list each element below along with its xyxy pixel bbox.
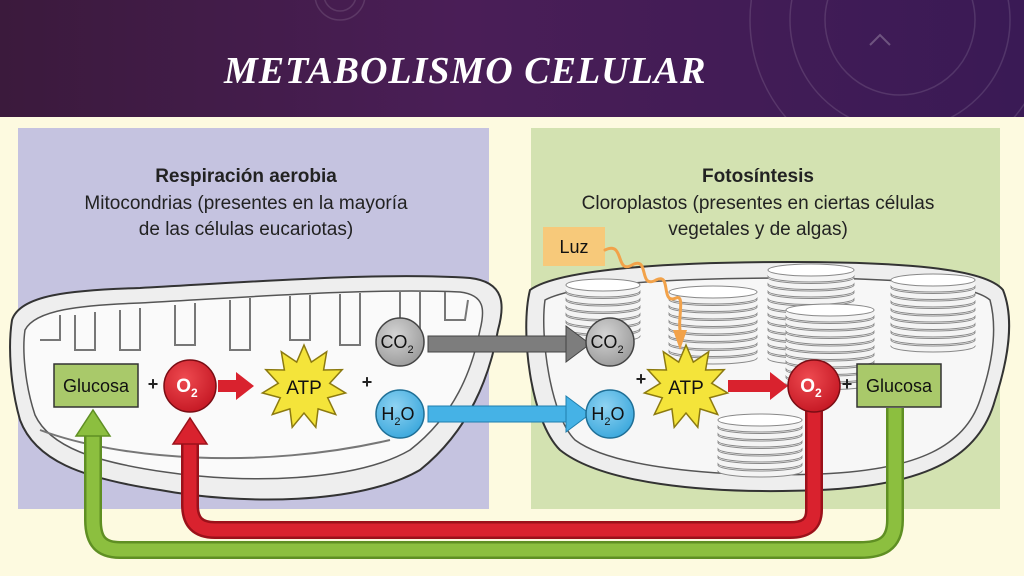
- respiration-o2-to-atp-arrow: [218, 372, 254, 400]
- photosynthesis-atp-to-o2-arrow: [728, 372, 788, 400]
- photosynthesis-h2o-label: H2O: [591, 404, 624, 428]
- respiration-atp-label: ATP: [286, 378, 322, 399]
- slide-title: METABOLISMO CELULAR: [224, 50, 707, 92]
- photosynthesis-h2o-molecule: [585, 389, 635, 439]
- photosynthesis-desc-line1: Cloroplastos (presentes en ciertas célul…: [582, 193, 935, 214]
- respiration-co2-molecule: [375, 317, 425, 367]
- light-label: Luz: [559, 237, 588, 257]
- co2-transfer-arrow: [427, 325, 591, 363]
- respiration-desc-line2: de las células eucariotas): [139, 219, 353, 240]
- respiration-glucose-label: Glucosa: [63, 376, 130, 396]
- photosynthesis-o2-label: O2: [800, 376, 822, 400]
- respiration-h2o-label: H2O: [381, 404, 414, 428]
- grana-stack-4: [890, 273, 976, 353]
- respiration-desc-line1: Mitocondrias (presentes en la mayoría: [84, 193, 408, 214]
- respiration-glucose-box: [53, 363, 139, 408]
- photosynthesis-o2-molecule: [787, 359, 841, 413]
- respiration-h2o-molecule: [375, 389, 425, 439]
- respiration-plus-1: +: [148, 374, 159, 394]
- grana-stack-6: [717, 413, 803, 478]
- light-arrowhead-icon: [673, 330, 687, 350]
- photosynthesis-plus-1: +: [636, 369, 647, 389]
- photosynthesis-glucose-label: Glucosa: [866, 376, 933, 396]
- water-transfer-arrow: [427, 395, 591, 433]
- photosynthesis-co2-molecule: [585, 317, 635, 367]
- slide-header: METABOLISMO CELULAR: [0, 0, 1024, 117]
- photosynthesis-co2-label: CO2: [590, 332, 623, 356]
- respiration-o2-label: O2: [176, 376, 198, 400]
- light-wave-icon: [603, 246, 683, 332]
- respiration-heading: Respiración aerobia: [155, 166, 337, 187]
- oxygen-return-loop: [171, 410, 823, 539]
- photosynthesis-atp-label: ATP: [668, 378, 704, 399]
- photosynthesis-glucose-box: [856, 363, 942, 408]
- respiration-plus-2: +: [362, 372, 373, 392]
- photosynthesis-desc-line2: vegetales y de algas): [668, 219, 848, 240]
- photosynthesis-heading: Fotosíntesis: [702, 166, 814, 187]
- photosynthesis-plus-2: +: [842, 374, 853, 394]
- grana-stack-2: [668, 285, 758, 365]
- decorative-dial-icon: [314, 0, 1024, 117]
- respiration-atp-burst: [260, 343, 348, 430]
- respiration-o2-molecule: [163, 359, 217, 413]
- light-label-box: [543, 227, 605, 266]
- photosynthesis-atp-burst: [642, 343, 730, 430]
- glucose-return-loop: [74, 408, 904, 559]
- respiration-co2-label: CO2: [380, 332, 413, 356]
